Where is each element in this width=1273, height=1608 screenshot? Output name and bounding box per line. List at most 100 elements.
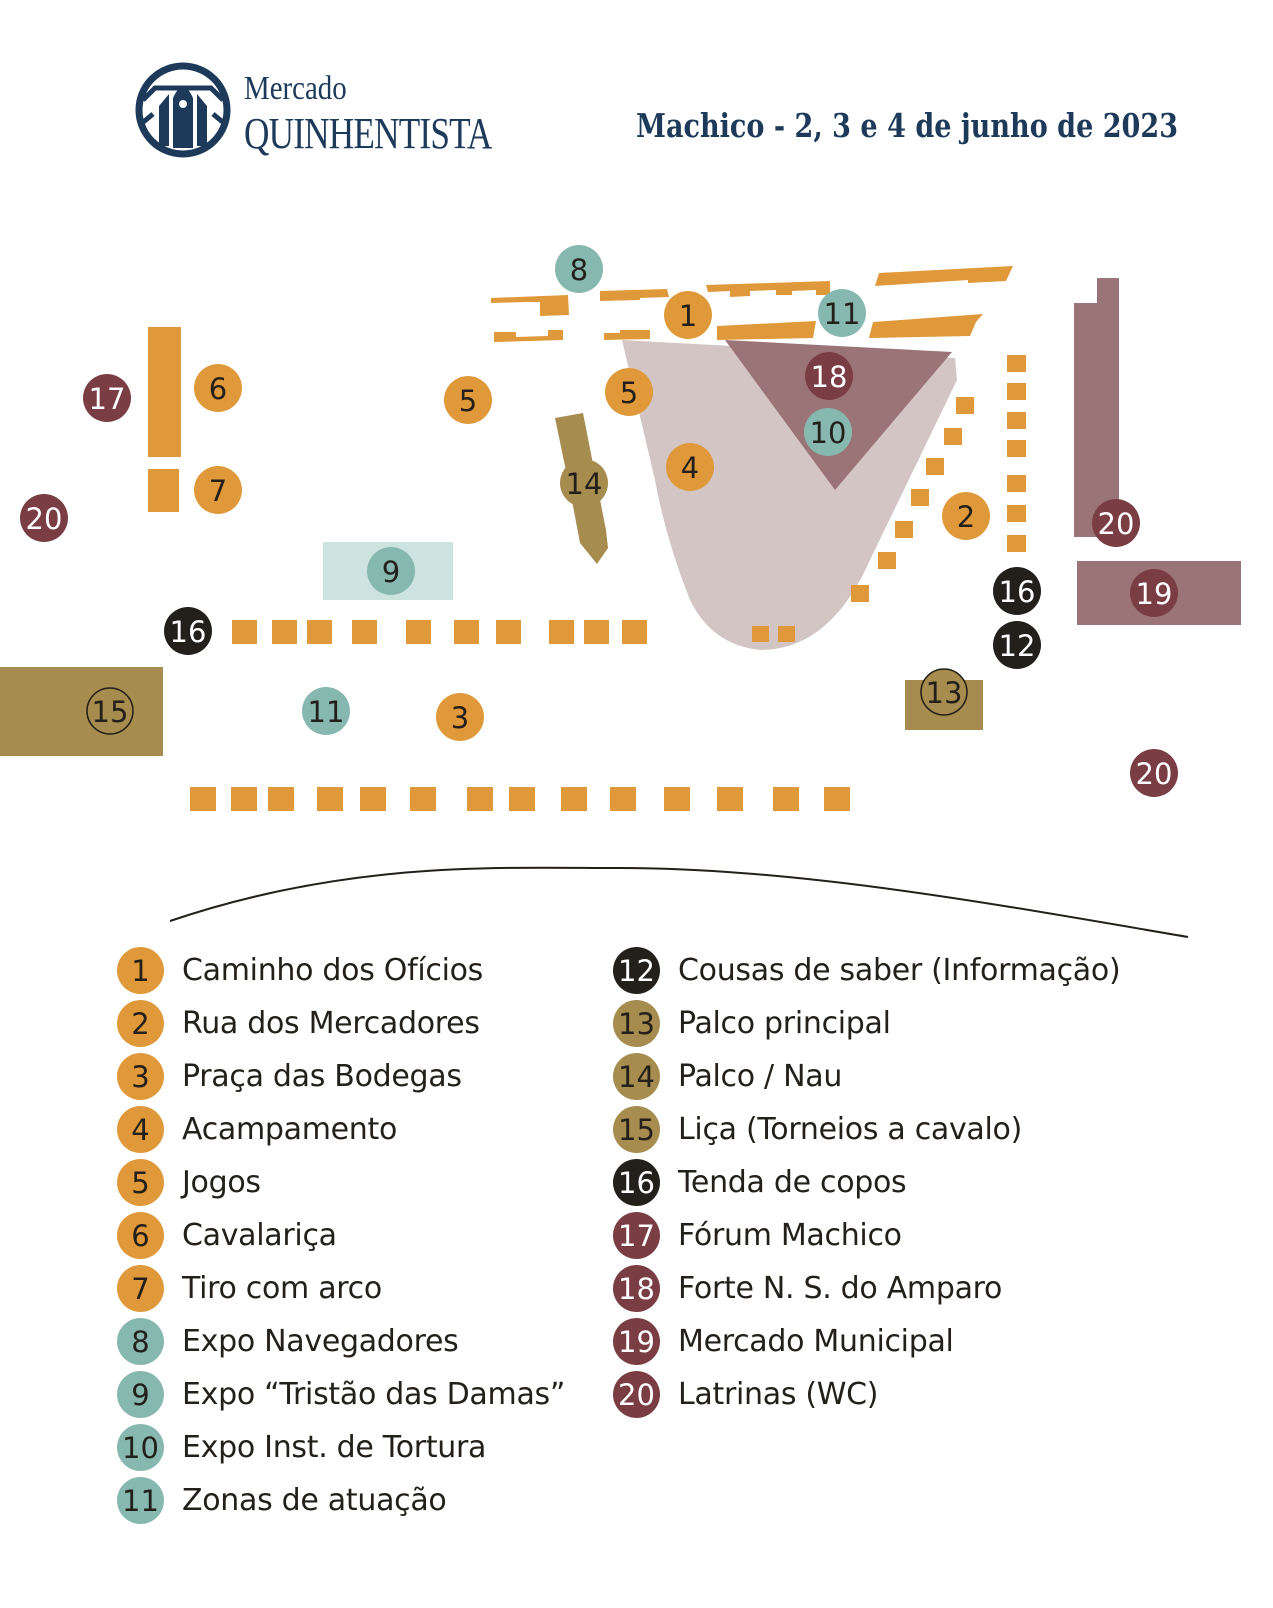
map-marker-1[interactable]: 1 (664, 291, 712, 339)
legend-label: Expo Inst. de Tortura (182, 1430, 487, 1465)
map-marker-18[interactable]: 18 (805, 352, 853, 400)
marker-number: 20 (26, 502, 63, 536)
map-marker-9[interactable]: 9 (367, 547, 415, 595)
marker-circle (164, 607, 212, 655)
marker-number: 4 (681, 451, 699, 485)
marker-number: 16 (999, 575, 1036, 609)
stall (1007, 505, 1026, 522)
marker-number: 15 (92, 695, 129, 729)
stall (360, 787, 386, 811)
map-marker-19[interactable]: 19 (1130, 569, 1178, 617)
stall (944, 428, 962, 445)
legend-number-badge: 17 (613, 1212, 660, 1259)
marker-number: 11 (824, 297, 861, 331)
marker-number: 7 (209, 474, 227, 508)
marker-circle (804, 408, 852, 456)
marker-number: 9 (382, 555, 400, 589)
legend-number-badge: 2 (117, 1000, 164, 1047)
marker-circle (1130, 749, 1178, 797)
legend-number-badge: 20 (613, 1371, 660, 1418)
map-marker-20[interactable]: 20 (20, 494, 68, 542)
legend-label: Latrinas (WC) (678, 1377, 879, 1412)
marker-circle (86, 687, 134, 735)
legend-label: Jogos (182, 1165, 261, 1200)
marker-number: 20 (1098, 507, 1135, 541)
coastline (169, 866, 1189, 938)
stall (851, 585, 869, 602)
marker-circle (666, 443, 714, 491)
legend-number-badge: 12 (613, 947, 660, 994)
legend-number-badge: 1 (117, 947, 164, 994)
legend-label: Cavalariça (182, 1218, 337, 1253)
marker-circle (993, 621, 1041, 669)
stall (467, 787, 493, 811)
building-wc (1074, 278, 1119, 537)
legend-label: Caminho dos Ofícios (182, 953, 483, 988)
map-marker-7[interactable]: 7 (194, 466, 242, 514)
map-marker-20[interactable]: 20 (1092, 499, 1140, 547)
marker-circle (942, 492, 990, 540)
stall (911, 489, 929, 506)
marker-number: 1 (679, 299, 697, 333)
map-marker-12[interactable]: 12 (993, 621, 1041, 669)
marker-circle (302, 687, 350, 735)
stall (584, 620, 609, 644)
stall (926, 458, 944, 475)
legend-number-badge: 14 (613, 1053, 660, 1100)
stall (561, 787, 587, 811)
map-marker-20[interactable]: 20 (1130, 749, 1178, 797)
map-marker-11[interactable]: 11 (302, 687, 350, 735)
legend-number-badge: 7 (117, 1265, 164, 1312)
marker-number: 16 (170, 615, 207, 649)
marker-circle (818, 289, 866, 337)
stalls (148, 266, 1013, 512)
map-marker-10[interactable]: 10 (804, 408, 852, 456)
stall (824, 787, 850, 811)
map-marker-5[interactable]: 5 (605, 368, 653, 416)
map-marker-11[interactable]: 11 (818, 289, 866, 337)
legend-number-badge: 4 (117, 1106, 164, 1153)
marker-circle (20, 494, 68, 542)
legend-number-badge: 11 (117, 1477, 164, 1524)
stall (1007, 412, 1026, 429)
stall (549, 620, 574, 644)
marker-number: 17 (89, 382, 126, 416)
legend-number-badge: 10 (117, 1424, 164, 1471)
stall (406, 620, 431, 644)
marker-circle (805, 352, 853, 400)
map-marker-16[interactable]: 16 (164, 607, 212, 655)
map-marker-2[interactable]: 2 (942, 492, 990, 540)
map-marker-15[interactable]: 15 (86, 687, 134, 735)
marker-circle (993, 567, 1041, 615)
legend-number-badge: 13 (613, 1000, 660, 1047)
logo-line2: QUINHENTISTA (244, 109, 492, 158)
map-marker-5[interactable]: 5 (444, 376, 492, 424)
event-title: Machico - 2, 3 e 4 de junho de 2023 (636, 106, 1179, 145)
map-marker-6[interactable]: 6 (194, 364, 242, 412)
stall (622, 620, 647, 644)
marker-number: 19 (1136, 577, 1173, 611)
stall (454, 620, 479, 644)
map-marker-4[interactable]: 4 (666, 443, 714, 491)
map-marker-8[interactable]: 8 (555, 245, 603, 293)
marker-number: 6 (209, 372, 227, 406)
stall (956, 397, 974, 414)
stall (717, 787, 743, 811)
map-marker-13[interactable]: 13 (920, 668, 968, 716)
marker-circle (83, 374, 131, 422)
legend-label: Palco principal (678, 1006, 891, 1041)
map-marker-14[interactable]: 14 (560, 459, 608, 507)
marker-number: 20 (1136, 757, 1173, 791)
marker-circle (436, 693, 484, 741)
map-marker-3[interactable]: 3 (436, 693, 484, 741)
logo-emblem (135, 62, 231, 158)
map-marker-16[interactable]: 16 (993, 567, 1041, 615)
map-marker-17[interactable]: 17 (83, 374, 131, 422)
